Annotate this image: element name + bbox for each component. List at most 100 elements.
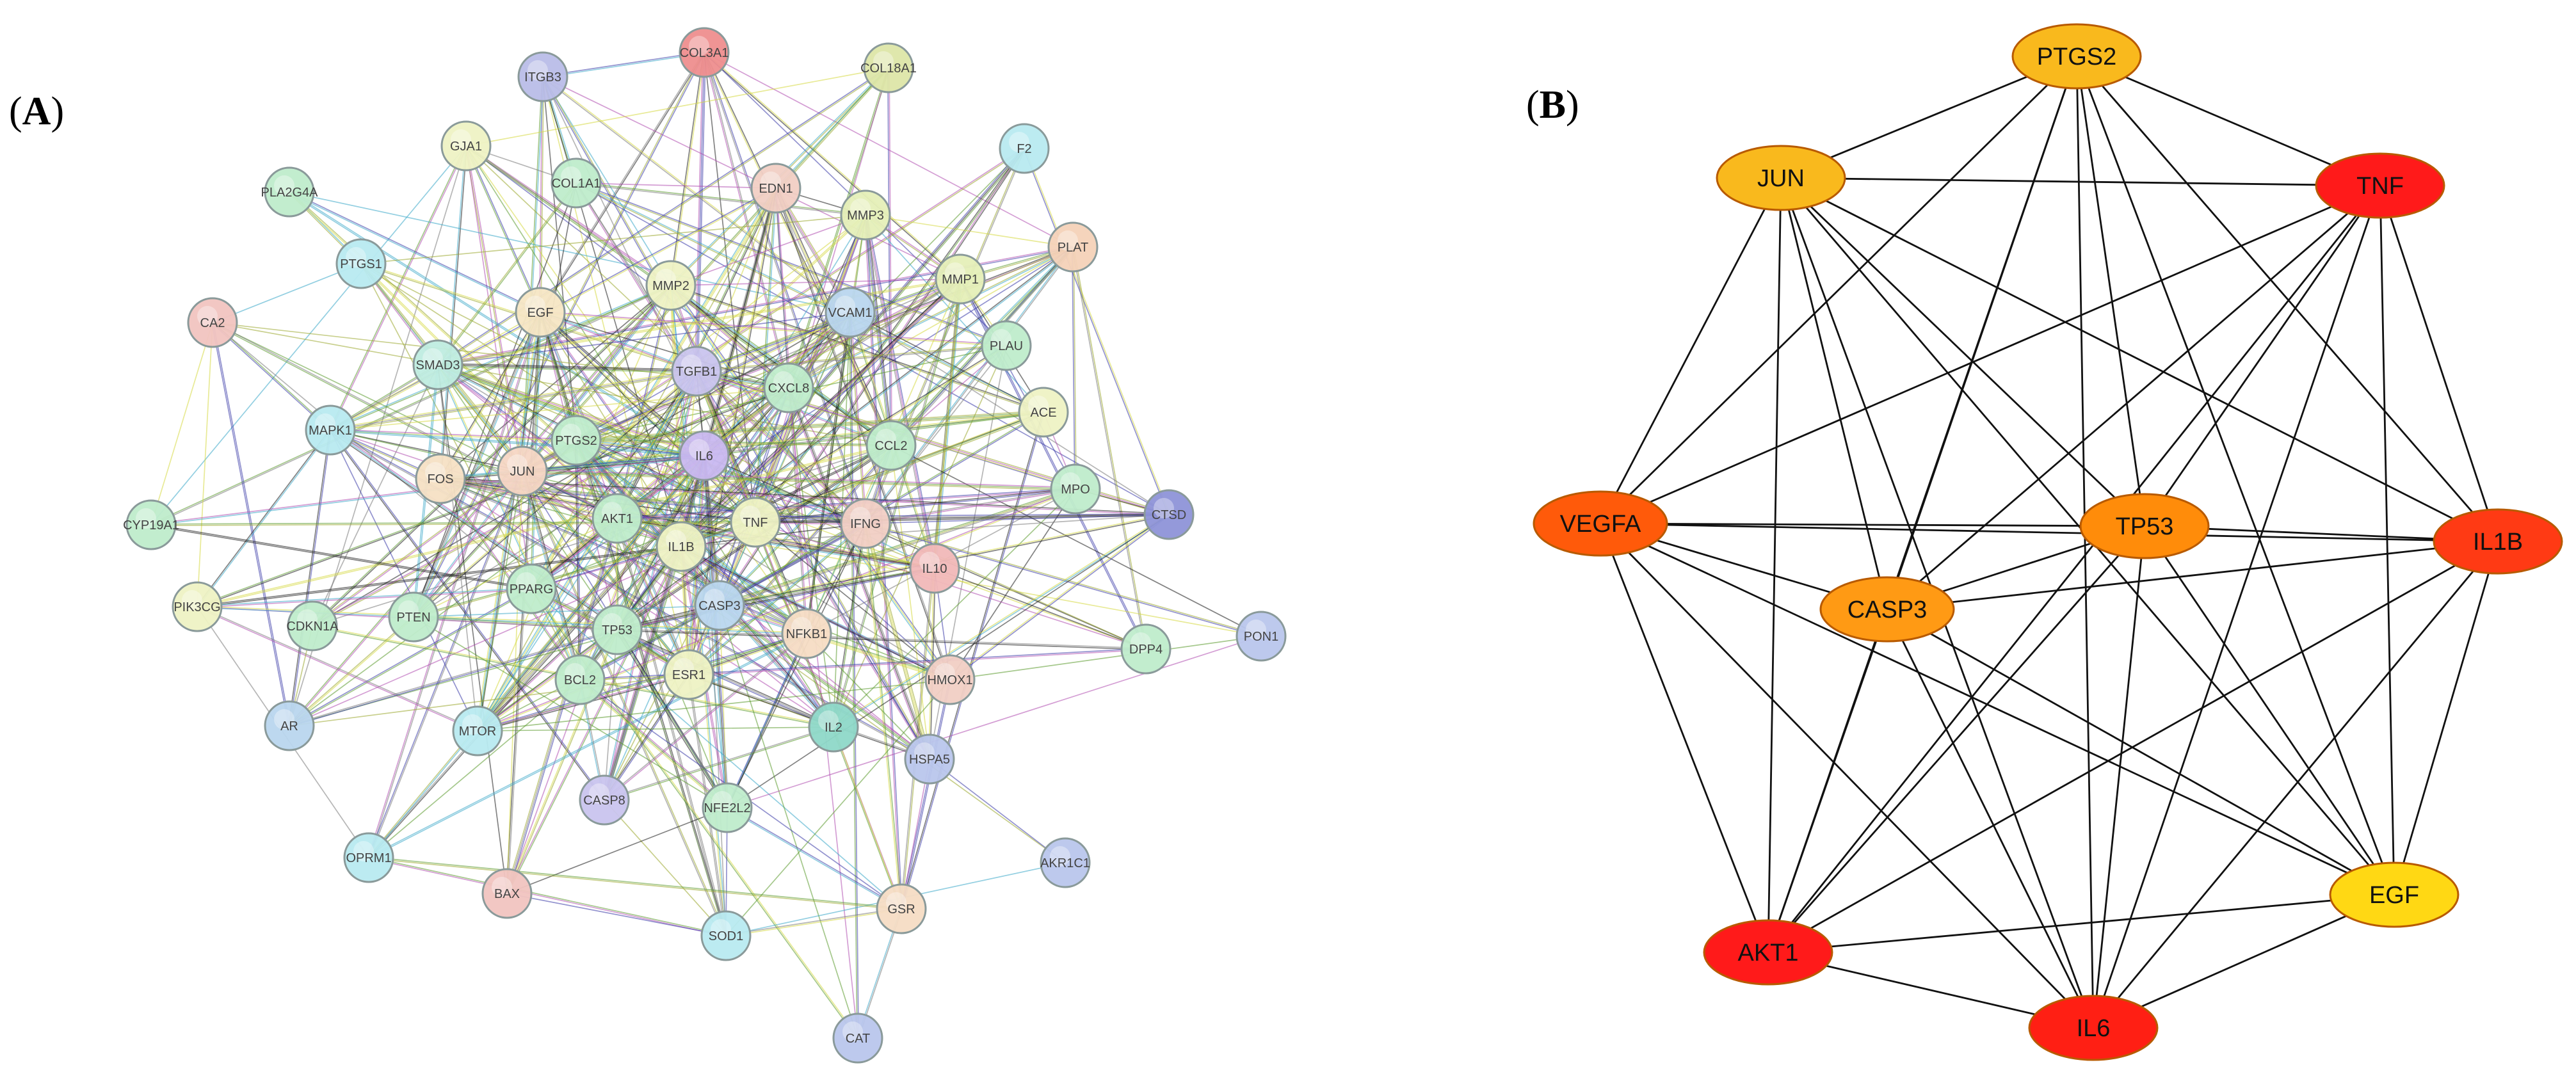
network-a-edge	[150, 521, 755, 525]
network-a-node-highlight	[1154, 498, 1174, 518]
network-a-node-highlight	[561, 166, 581, 187]
network-a-node-highlight	[873, 51, 894, 72]
network-a-node-highlight	[681, 355, 702, 375]
network-a-edge	[543, 52, 705, 78]
network-a-node-pla2g4a: PLA2G4A	[261, 166, 319, 218]
network-a-edge	[369, 471, 524, 858]
network-a-node-circle	[863, 42, 914, 93]
network-a-edge	[680, 547, 807, 636]
network-a-edge	[755, 214, 866, 523]
network-a-node-circle	[1050, 463, 1101, 515]
network-a-node-dpp4: DPP4	[1120, 623, 1171, 675]
network-a-edge	[889, 67, 892, 445]
network-a-edge	[696, 344, 1006, 371]
network-a-node-highlight	[398, 600, 419, 621]
network-a-node-circle	[935, 253, 986, 305]
network-a-node-highlight	[666, 530, 686, 550]
network-a-edge	[849, 312, 1170, 515]
network-a-node-bax: BAX	[481, 868, 533, 919]
network-a-edge	[695, 214, 865, 371]
network-b-edge-tnf-egf	[2379, 185, 2395, 895]
network-b-edge-jun-tnf	[1780, 177, 2381, 187]
network-a-node-ccl2: CCL2	[865, 420, 917, 471]
network-a-edge	[540, 311, 1007, 346]
network-a-edge	[1024, 148, 1170, 515]
network-a-edge	[934, 568, 1147, 650]
network-a-edge	[539, 51, 704, 312]
network-a-node-bcl2: BCL2	[554, 654, 606, 705]
network-a-edge	[197, 547, 682, 608]
network-a-edge	[618, 629, 729, 808]
network-a-node-highlight	[297, 609, 318, 630]
network-a-edge	[412, 311, 540, 617]
network-b-edge-casp3-il6	[1886, 609, 2095, 1029]
network-a-edge	[603, 632, 807, 800]
network-a-edge	[506, 893, 727, 936]
network-a-node-circle	[1047, 221, 1099, 273]
network-a-edge	[576, 183, 1043, 413]
network-a-node-label: EDN1	[759, 182, 793, 196]
network-a-node-pon1: PON1	[1236, 611, 1287, 662]
network-b-edge-il1b-il6	[2092, 541, 2499, 1029]
network-a-node-label: MPO	[1061, 483, 1090, 497]
network-a-edge	[689, 673, 930, 759]
network-a-node-highlight	[136, 508, 156, 529]
network-a-edge	[576, 439, 756, 522]
network-a-edge	[465, 145, 807, 634]
network-a-edge	[330, 369, 696, 429]
network-a-edge	[150, 145, 467, 525]
network-a-edge	[437, 278, 960, 365]
network-b-node-ellipse	[2433, 508, 2563, 575]
network-a-node-circle	[825, 287, 876, 338]
network-a-edge	[696, 312, 851, 372]
network-a-node-mapk1: MAPK1	[305, 404, 356, 456]
network-b-edge-jun-tp53	[1780, 177, 2145, 527]
network-a-node-circle	[452, 705, 503, 757]
network-b-node-label: AKT1	[1737, 940, 1798, 966]
network-a-node-label: COL3A1	[680, 46, 729, 60]
network-a-edge	[506, 807, 728, 894]
network-a-node-fos: FOS	[415, 453, 466, 504]
network-a-edge	[197, 430, 332, 608]
network-b-node-ellipse	[2315, 152, 2445, 219]
network-a-edge	[604, 727, 834, 801]
network-a-edge	[727, 636, 1262, 808]
network-a-node-label: PLA2G4A	[261, 186, 319, 200]
network-a-edge	[576, 182, 777, 189]
network-a-edge	[506, 546, 681, 893]
network-a-node-circle	[412, 339, 463, 390]
network-b-edge-tnf-il6	[2092, 185, 2381, 1029]
network-a-edge	[727, 523, 866, 808]
network-a-edge	[616, 518, 689, 675]
network-a-edge	[212, 322, 532, 589]
network-a-node-highlight	[656, 269, 676, 289]
network-a-edge	[719, 387, 789, 606]
network-a-edge	[719, 605, 858, 1039]
network-a-edge	[369, 856, 727, 936]
network-a-edge	[477, 371, 697, 732]
network-a-edge	[833, 726, 902, 909]
network-a-edge	[929, 758, 1066, 863]
network-b-node-label: PTGS2	[2037, 44, 2117, 70]
network-a-node-circle	[506, 563, 557, 614]
network-a-node-highlight	[602, 613, 622, 634]
network-a-node-label: PPARG	[510, 582, 554, 597]
network-a-edge	[438, 362, 697, 371]
network-a-edge	[864, 215, 934, 569]
network-a-node-col18a1: COL18A1	[860, 42, 917, 93]
network-b-edge-il1b-egf	[2393, 541, 2499, 895]
network-a-edge	[727, 806, 902, 909]
network-a-edge	[719, 605, 930, 760]
network-a-node-circle	[679, 430, 730, 481]
network-a-node-circle	[671, 346, 722, 397]
network-a-node-label: IFNG	[850, 517, 881, 531]
network-a-edge	[949, 488, 1076, 680]
network-a-edge	[788, 148, 1025, 388]
network-a-node-label: IL10	[922, 562, 947, 576]
network-a-edge	[368, 632, 807, 858]
network-b-edge-vegfa-egf	[1600, 522, 2395, 896]
network-a-node-circle	[904, 733, 955, 785]
network-a-edge	[670, 278, 961, 286]
network-a-edge	[312, 364, 439, 627]
network-a-edge	[522, 472, 1075, 492]
